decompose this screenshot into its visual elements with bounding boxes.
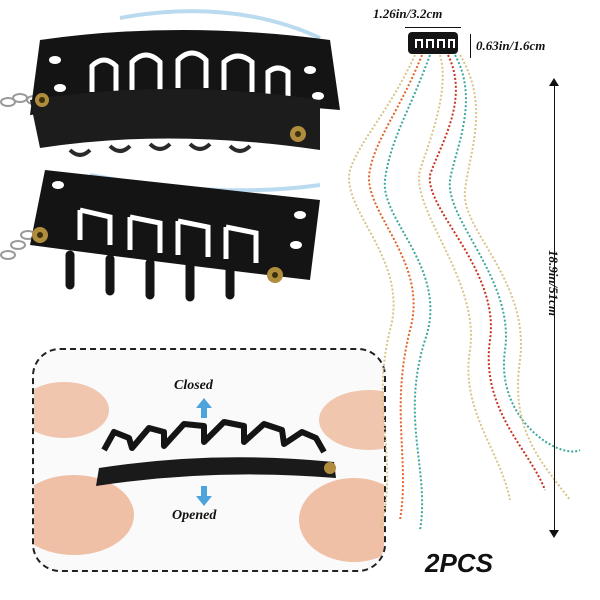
- length-arrow-bottom-icon: [549, 530, 559, 538]
- opened-arrow-icon: [196, 496, 212, 506]
- length-arrow-top-icon: [549, 78, 559, 86]
- height-dimension-label: 0.63in/1.6cm: [476, 38, 546, 53]
- usage-inset: Closed Opened: [32, 348, 386, 572]
- hair-clip-top: [0, 0, 350, 165]
- quantity-label: 2PCS: [425, 548, 493, 578]
- closed-arrow-icon: [196, 398, 212, 408]
- hair-clip-bottom: [0, 155, 350, 305]
- width-dimension-line: [405, 27, 461, 28]
- height-dimension-line: [470, 34, 471, 58]
- length-dimension-line: [554, 80, 555, 535]
- width-dimension-label: 1.26in/3.2cm: [373, 6, 443, 21]
- opened-label: Opened: [172, 508, 217, 523]
- chain-accessory: [330, 30, 600, 550]
- length-dimension-label: 18.9in/51cm: [546, 249, 561, 317]
- closed-label: Closed: [174, 378, 213, 393]
